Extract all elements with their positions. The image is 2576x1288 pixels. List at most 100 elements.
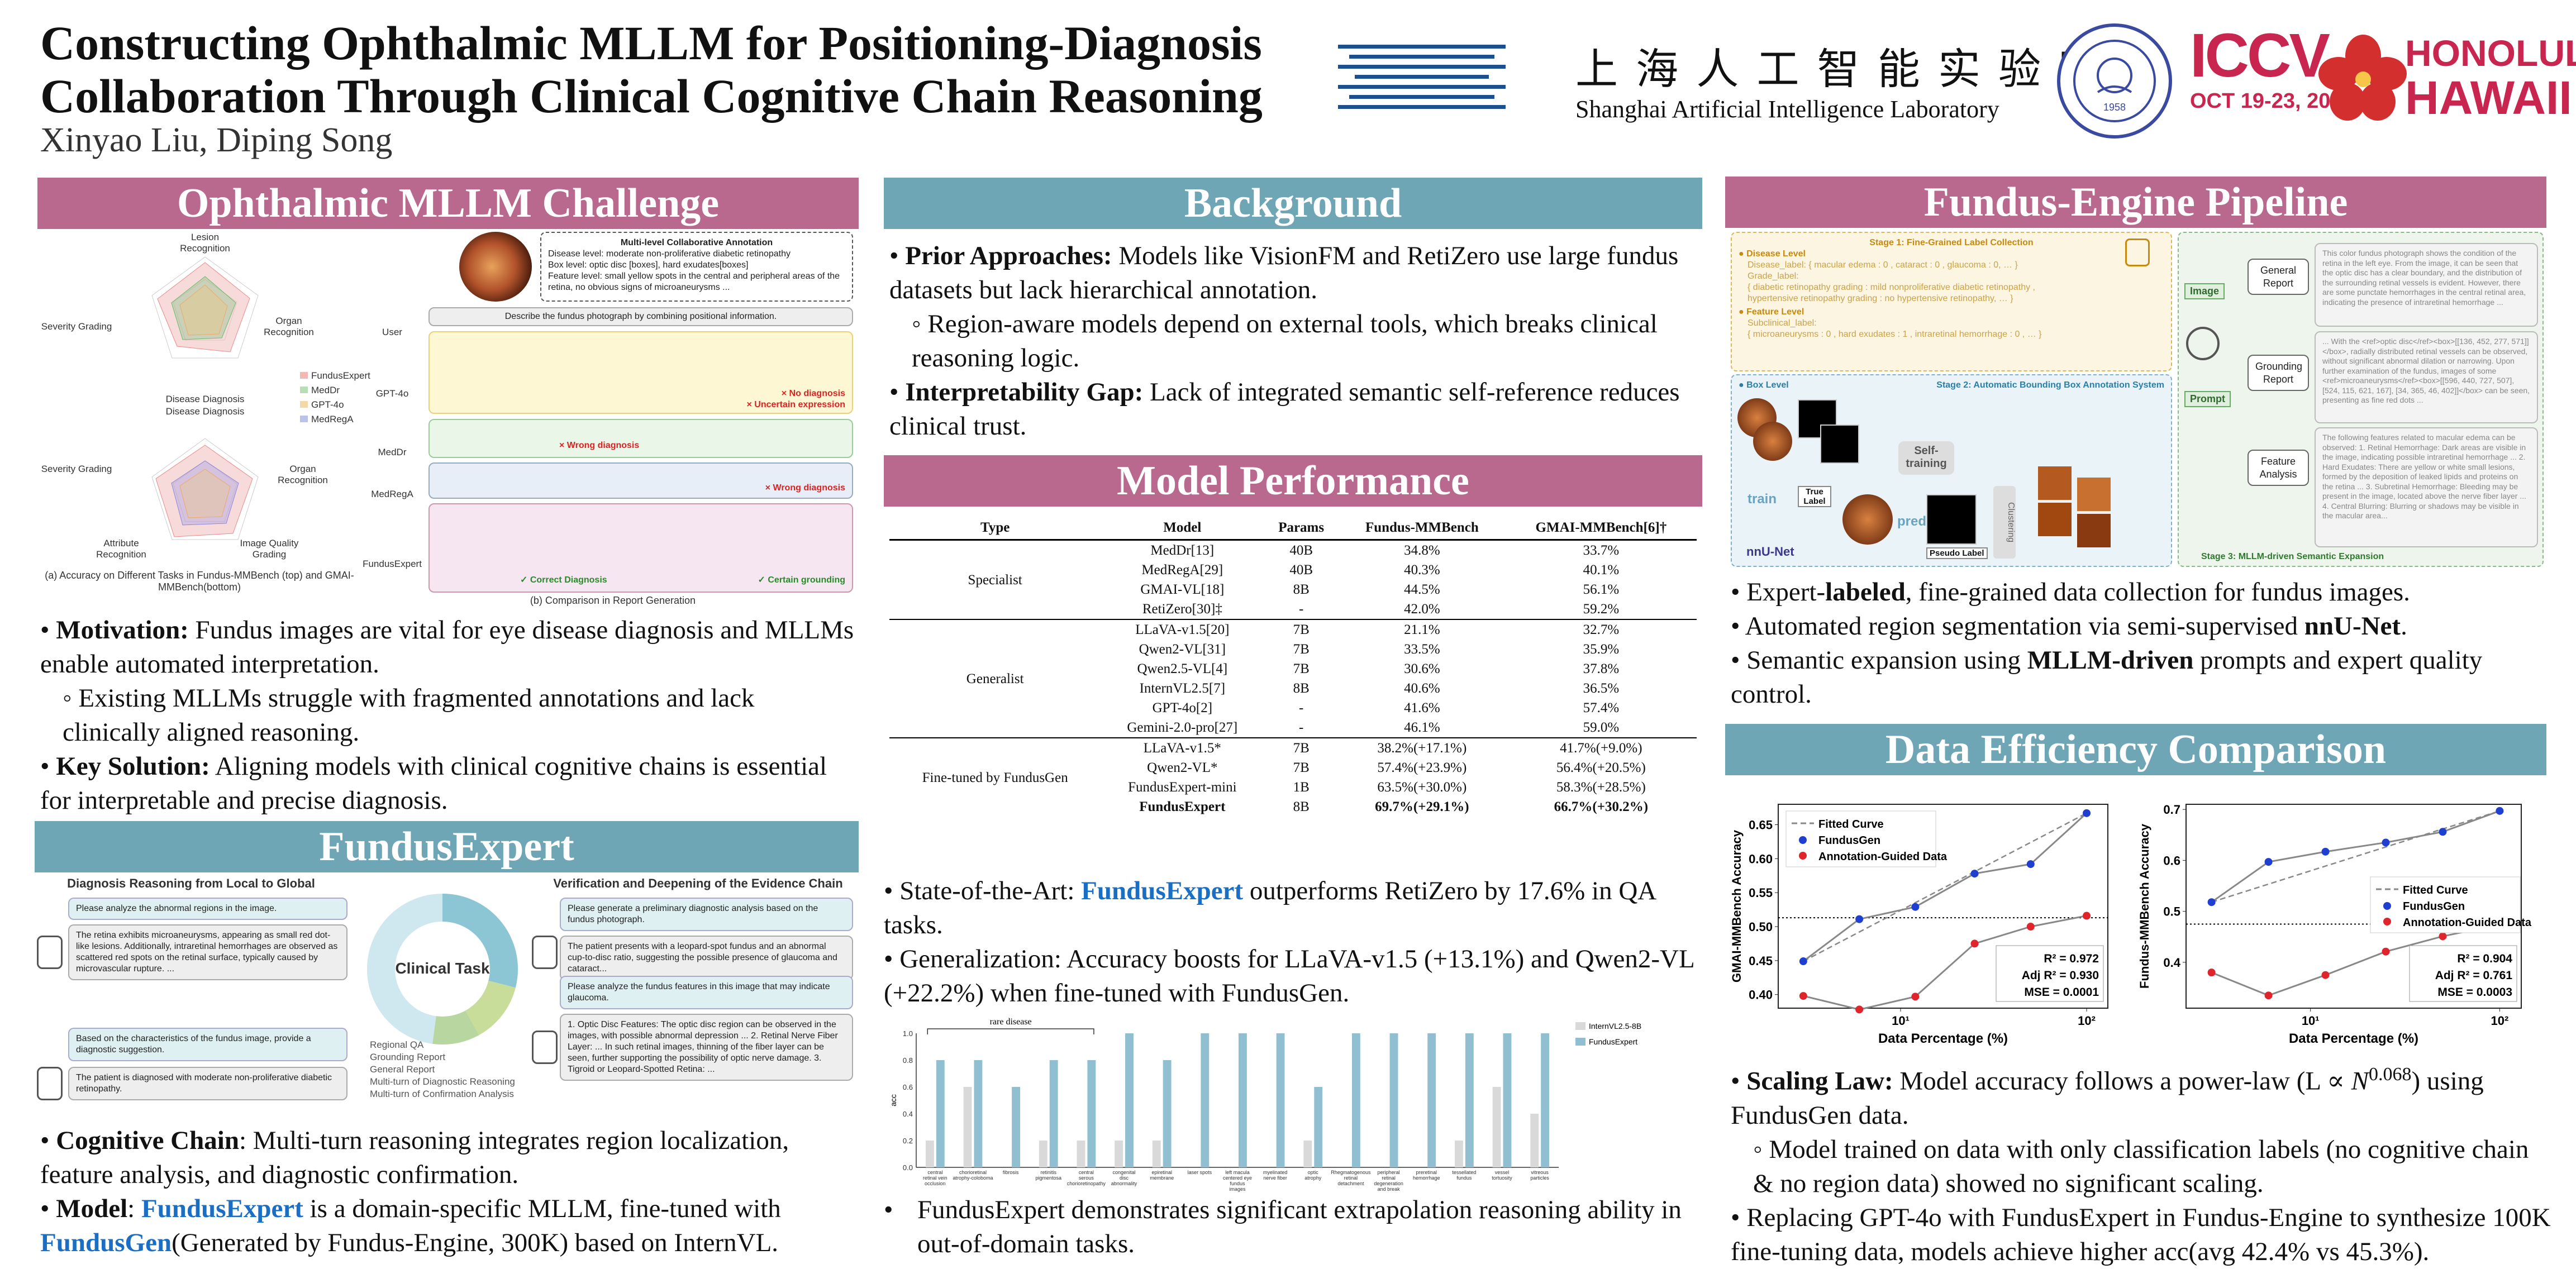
rare-disease-label: rare disease <box>990 1017 1032 1027</box>
bullet-label: Key Solution: <box>56 752 210 781</box>
background-bullets: • Prior Approaches: Models like VisionFM… <box>889 239 1699 443</box>
pipeline-bullets: • Expert-labeled, fine-grained data coll… <box>1731 575 2546 712</box>
bar <box>1503 1033 1512 1167</box>
clinical-task-donut: Clinical Task <box>367 894 518 1044</box>
stage3-title: Stage 3: MLLM-driven Semantic Expansion <box>2201 552 2384 561</box>
feature-level: Feature Level <box>1746 307 1804 317</box>
category-label: fibrosis <box>1003 1170 1019 1175</box>
bullet-text: prompts and expert quality control. <box>1731 646 2483 709</box>
legend-swatch <box>2383 918 2391 926</box>
table-cell: 32.7% <box>1505 619 1697 640</box>
category-label: retinitis <box>1041 1170 1057 1175</box>
bullet-text: . <box>2401 612 2407 641</box>
legend-label: Fitted Curve <box>2403 884 2468 896</box>
table-cell: 59.2% <box>1583 602 1620 617</box>
category-label: laser spots <box>1188 1170 1212 1175</box>
y-tick-label: 0.0 <box>903 1163 913 1172</box>
self-training-label: Self-training <box>1898 441 1954 475</box>
prompt-tag: Prompt <box>2184 391 2231 407</box>
bar <box>1201 1033 1210 1167</box>
bullet-dot: • <box>884 1195 893 1224</box>
legend-swatch <box>1575 1038 1585 1046</box>
legend-label: FundusExpert <box>1589 1037 1637 1046</box>
sota-bullet: • State-of-the-Art: FundusExpert outperf… <box>884 874 1699 942</box>
legend-label: Annotation-Guided Data <box>1818 851 1948 863</box>
table-cell: 8B <box>1293 799 1310 814</box>
data-point <box>1911 993 1920 1001</box>
category-label: tortuosity <box>1492 1175 1512 1181</box>
report-text: The following features related to macula… <box>2315 427 2538 547</box>
honolulu-line1: HONOLULU <box>2405 32 2576 74</box>
honolulu-line2: HAWAII <box>2405 71 2572 124</box>
table-cell: 41.6% <box>1404 700 1440 715</box>
bar <box>1492 1087 1501 1167</box>
table-cell: LLaVA-v1.5* <box>1101 737 1264 758</box>
category-label: myelinated <box>1263 1170 1288 1175</box>
bar <box>1276 1033 1285 1167</box>
donut-legend: Regional QA Grounding Report General Rep… <box>370 1039 515 1100</box>
tag-no-diagnosis: × No diagnosis <box>781 389 845 398</box>
title-line-2: Collaboration Through Clinical Cognitive… <box>40 69 1263 123</box>
disease-line: Grade_label: <box>1748 271 1799 281</box>
data-point <box>2439 932 2447 941</box>
bar <box>963 1087 972 1167</box>
data-point <box>2382 838 2390 847</box>
bar <box>1049 1060 1058 1167</box>
table-cell: 30.6% <box>1404 661 1440 676</box>
pseudo-label: Pseudo Label <box>1926 547 1988 559</box>
meddr-response: × Wrong diagnosis <box>428 419 853 458</box>
table-cell: 33.7% <box>1583 543 1620 558</box>
bullet-label: Model <box>56 1194 128 1223</box>
x-tick-label: 10² <box>2491 1014 2509 1028</box>
category-label: epiretinal <box>1151 1170 1172 1175</box>
data-point <box>2321 971 2330 979</box>
fundus-thumb <box>1842 494 1893 545</box>
stats-label: MSE = 0.0001 <box>2024 986 2099 999</box>
bullet-bold: nnU-Net <box>2304 612 2401 641</box>
data-point <box>2264 858 2273 866</box>
bullet-text: is a domain-specific MLLM, fine-tuned wi… <box>303 1194 781 1223</box>
mask-thumb <box>1798 399 1837 438</box>
category-label: left macula <box>1225 1170 1250 1175</box>
prompt-box: Describe the fundus photograph by combin… <box>428 307 853 326</box>
ood-bullet: • FundusExpert demonstrates significant … <box>884 1193 1699 1261</box>
pipeline-figure: Stage 1: Fine-Grained Label Collection ●… <box>1731 232 2544 567</box>
radar-top <box>151 256 259 359</box>
bar <box>1541 1033 1550 1167</box>
table-cell: 40.1% <box>1583 562 1620 578</box>
bar <box>1465 1033 1474 1167</box>
right-msg: Please analyze the fundus features in th… <box>560 976 853 1009</box>
series-line <box>1803 915 2087 1010</box>
challenge-bullets: • Motivation: Fundus images are vital fo… <box>40 613 856 818</box>
medrega-response: × Wrong diagnosis <box>428 462 853 499</box>
fitted-curve <box>2211 810 2500 903</box>
iccv-date: OCT 19-23, 2025 <box>2190 89 2354 113</box>
bar <box>1087 1060 1096 1167</box>
category-label: peripheral <box>1378 1170 1400 1175</box>
annotation-box: Multi-level Collaborative Annotation Dis… <box>540 232 853 302</box>
data-point <box>2382 947 2390 956</box>
stats-label: Adj R² = 0.761 <box>2435 969 2513 982</box>
y-tick-label: 0.65 <box>1749 818 1773 832</box>
lab-name-cn: 上 海 人 工 智 能 实 验 室 <box>1575 44 2104 94</box>
category-label: chorioretinal <box>959 1170 987 1175</box>
radar-label: Image Quality Grading <box>240 538 299 560</box>
pipeline-bullet-1: • Expert-labeled, fine-grained data coll… <box>1731 575 2546 609</box>
clustering-text: Clustering <box>2006 502 2016 543</box>
bullet-text: FundusExpert demonstrates significant ex… <box>917 1195 1682 1258</box>
honolulu-text: HONOLULU HAWAII <box>2405 31 2576 124</box>
x-tick-label: 10² <box>2078 1014 2096 1028</box>
motivation-sub: ◦ Existing MLLMs struggle with fragmente… <box>63 684 755 747</box>
table-cell: 7B <box>1293 760 1310 775</box>
report-text: ... With the <ref>optic disc</ref><box>[… <box>2315 331 2538 423</box>
bullet-text: • Automated region segmentation via semi… <box>1731 612 2304 641</box>
table-cell: LLaVA-v1.5[20] <box>1101 619 1264 640</box>
annotation-title: Multi-level Collaborative Annotation <box>620 238 773 247</box>
table-cell: 35.9% <box>1583 642 1620 657</box>
fundusexpert-name: FundusExpert <box>1081 876 1244 905</box>
gap-bullet: • Interpretability Gap: Lack of integrat… <box>889 378 1680 441</box>
tag-wrong-diagnosis: × Wrong diagnosis <box>765 483 845 493</box>
generalization-bullet: • Generalization: Accuracy boosts for LL… <box>884 944 1694 1008</box>
